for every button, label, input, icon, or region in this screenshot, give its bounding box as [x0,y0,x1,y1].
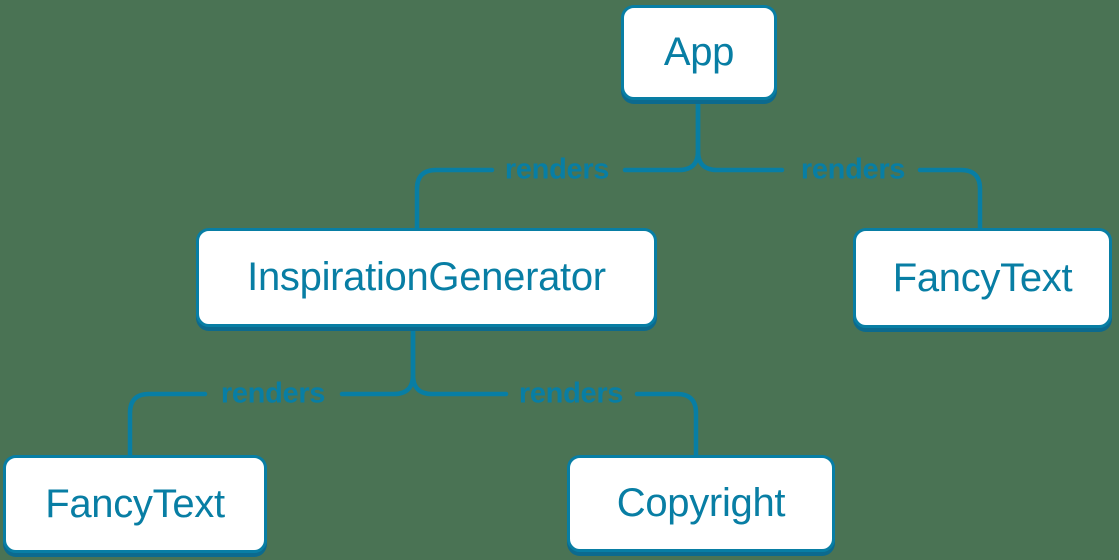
edge-inspirationgenerator-copyright-segment-1 [410,324,509,397]
edge-label-renders-inspirationgenerator-fancytext: renders [220,377,326,410]
edge-inspirationgenerator-copyright-segment-2 [634,391,699,458]
node-inspiration-generator-label: InspirationGenerator [247,255,606,299]
edge-label-renders-app-inspirationgenerator: renders [504,153,610,186]
edge-inspirationgenerator-fancytext-segment-2 [127,391,208,458]
edge-label-renders-app-fancytext: renders [800,153,906,186]
edge-app-fancytext-segment-2 [917,167,983,231]
edge-app-fancytext-segment-1 [695,97,785,173]
node-inspiration-generator: InspirationGenerator [196,228,657,327]
node-fancy-text-bottom: FancyText [3,455,267,553]
node-app-label: App [663,30,735,74]
edge-app-inspirationgenerator-segment-2 [414,167,495,231]
edge-app-inspirationgenerator-segment-1 [622,97,701,173]
node-copyright: Copyright [567,455,835,552]
node-fancy-text-top: FancyText [853,228,1112,328]
edge-label-renders-inspirationgenerator-copyright: renders [518,377,624,410]
node-fancy-text-top-label: FancyText [892,255,1073,300]
node-copyright-label: Copyright [616,481,786,525]
node-app: App [621,5,777,100]
node-fancy-text-bottom-label: FancyText [45,481,225,526]
edge-inspirationgenerator-fancytext-segment-1 [339,324,416,397]
